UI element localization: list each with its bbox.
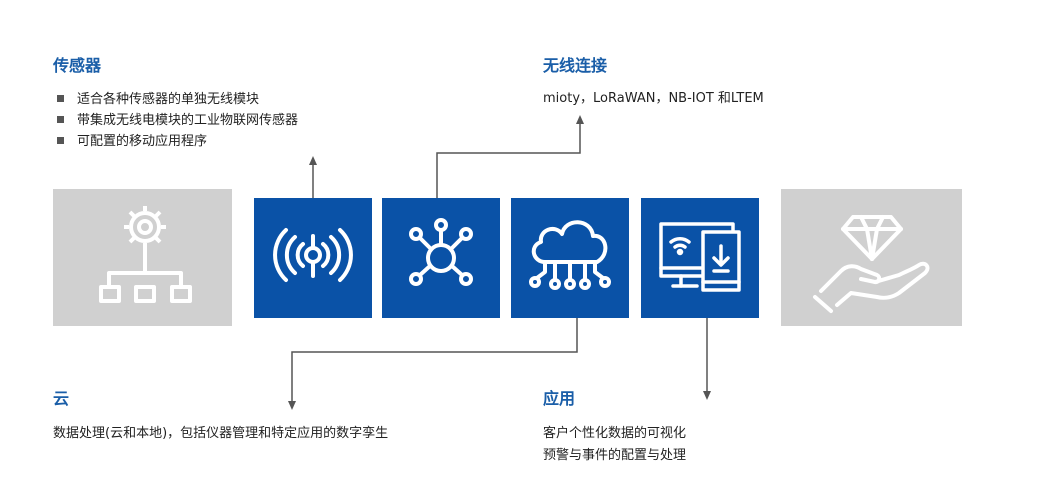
network-hub-icon: [409, 218, 473, 286]
application-box: [641, 198, 759, 318]
arrowhead-down-icon: [288, 401, 296, 410]
sensor-bullet-list: 适合各种传感器的单独无线模块 带集成无线电模块的工业物联网传感器 可配置的移动应…: [57, 89, 298, 152]
monitor-download-icon: [659, 222, 741, 292]
hand-diamond-icon: [813, 215, 930, 313]
value-output-box: [781, 189, 962, 326]
sensor-bullet-item: 适合各种传感器的单独无线模块: [57, 89, 298, 110]
cloud-box: [511, 198, 629, 318]
connectivity-heading: 无线连接: [543, 56, 608, 75]
application-text-line: 客户个性化数据的可视化: [543, 426, 687, 441]
network-hub-box: [382, 198, 500, 318]
application-heading: 应用: [543, 389, 576, 408]
wireless-sensor-box: [254, 198, 372, 318]
wireless-sensor-icon: [273, 228, 353, 282]
arrow-to-cloud: [291, 318, 578, 403]
cloud-heading: 云: [53, 389, 70, 408]
cloud-icon: [529, 220, 611, 290]
arrowhead-down-icon: [703, 391, 711, 400]
application-text-line: 预警与事件的配置与处理: [543, 448, 687, 463]
connectivity-text: mioty，LoRaWAN，NB-IOT 和LTEM: [543, 91, 764, 106]
process-hierarchy-gear-icon: [99, 206, 192, 303]
sensor-source-box: [53, 189, 232, 326]
sensor-heading: 传感器: [53, 56, 102, 75]
arrowhead-up-icon: [309, 156, 317, 165]
sensor-bullet-item: 可配置的移动应用程序: [57, 131, 298, 152]
arrow-to-connectivity: [436, 122, 581, 198]
sensor-bullet-item: 带集成无线电模块的工业物联网传感器: [57, 110, 298, 131]
cloud-text: 数据处理(云和本地)，包括仪器管理和特定应用的数字孪生: [53, 426, 389, 441]
arrowhead-up-icon: [576, 115, 584, 124]
